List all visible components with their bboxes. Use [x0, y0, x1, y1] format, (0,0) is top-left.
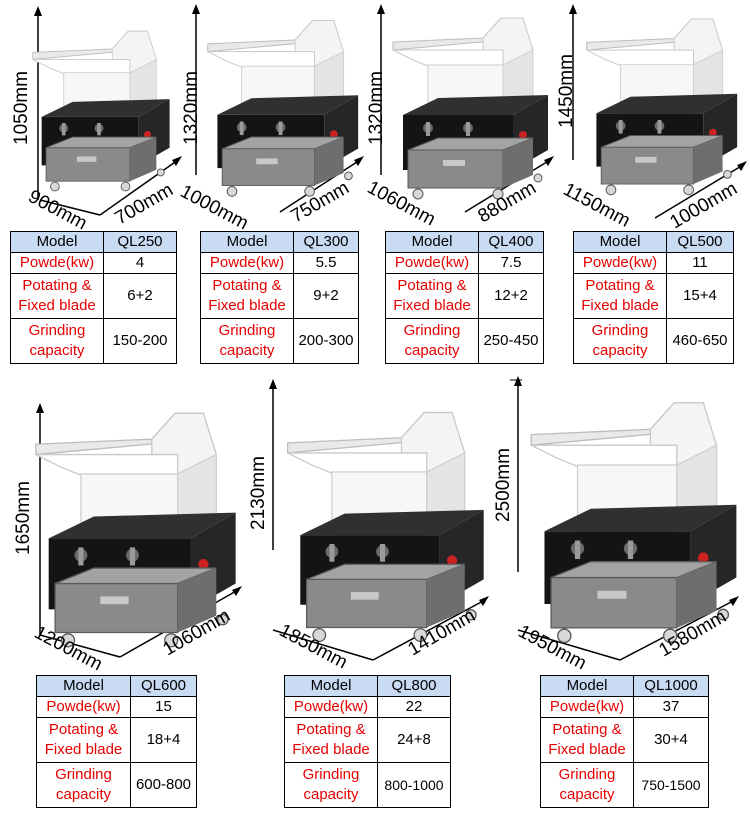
machine-4-height: 1650mm — [13, 481, 34, 555]
machine-0-height: 1050mm — [11, 71, 32, 145]
power-value: 15 — [130, 696, 197, 718]
model-value: QL400 — [478, 231, 544, 253]
capacity-label: Grinding capacity — [385, 318, 479, 364]
model-label: Model — [385, 231, 479, 253]
blade-label: Potating & Fixed blade — [540, 717, 634, 763]
machine-4: 1650mm 1200mm 1060mm — [0, 395, 250, 675]
machine-5-height: 2130mm — [248, 456, 269, 530]
blade-label: Potating & Fixed blade — [36, 717, 131, 763]
model-label: Model — [540, 675, 634, 697]
machine-3-height: 1450mm — [556, 54, 577, 128]
capacity-label: Grinding capacity — [540, 762, 634, 808]
machine-1-figure — [192, 4, 364, 213]
blade-value: 24+8 — [377, 717, 451, 763]
capacity-label: Grinding capacity — [284, 762, 378, 808]
model-label: Model — [36, 675, 131, 697]
blade-label: Potating & Fixed blade — [284, 717, 378, 763]
model-label: Model — [573, 231, 667, 253]
power-value: 22 — [377, 696, 451, 718]
blade-label: Potating & Fixed blade — [573, 273, 667, 319]
machine-5: 2130mm 1850mm 1410mm — [245, 375, 495, 673]
capacity-label: Grinding capacity — [36, 762, 131, 808]
power-label: Powde(kw) — [284, 696, 378, 718]
machine-2: 1320mm 1060mm 880mm — [364, 0, 565, 230]
power-label: Powde(kw) — [36, 696, 131, 718]
capacity-value: 750-1500 — [633, 762, 709, 808]
machine-0: 1050mm 900mm 700mm — [0, 0, 190, 234]
capacity-value: 800-1000 — [377, 762, 451, 808]
power-value: 5.5 — [293, 252, 359, 274]
power-label: Powde(kw) — [200, 252, 294, 274]
capacity-label: Grinding capacity — [10, 318, 104, 364]
blade-value: 18+4 — [130, 717, 197, 763]
machine-5-figure — [269, 379, 489, 661]
machine-6-height: 2500mm — [493, 448, 514, 522]
blade-value: 9+2 — [293, 273, 359, 319]
power-value: 37 — [633, 696, 709, 718]
model-value: QL1000 — [633, 675, 709, 697]
blade-label: Potating & Fixed blade — [10, 273, 104, 319]
model-label: Model — [284, 675, 378, 697]
machine-2-figure — [377, 4, 554, 213]
blade-label: Potating & Fixed blade — [200, 273, 294, 319]
capacity-value: 600-800 — [130, 762, 197, 808]
machine-0-figure — [32, 6, 182, 216]
capacity-value: 460-650 — [666, 318, 734, 364]
capacity-label: Grinding capacity — [200, 318, 294, 364]
model-label: Model — [200, 231, 294, 253]
machine-6: 2500mm 1950mm 1580mm — [490, 372, 750, 674]
power-value: 4 — [103, 252, 177, 274]
capacity-value: 150-200 — [103, 318, 177, 364]
power-label: Powde(kw) — [573, 252, 667, 274]
machine-3: 1450mm 1150mm 1000mm — [555, 0, 750, 233]
capacity-label: Grinding capacity — [573, 318, 667, 364]
machine-1: 1320mm 1000mm 750mm — [177, 0, 375, 234]
model-value: QL600 — [130, 675, 197, 697]
model-value: QL300 — [293, 231, 359, 253]
capacity-value: 200-300 — [293, 318, 359, 364]
machine-6-figure — [510, 376, 739, 661]
blade-label: Potating & Fixed blade — [385, 273, 479, 319]
machine-1-height: 1320mm — [181, 71, 202, 145]
model-value: QL500 — [666, 231, 734, 253]
model-value: QL250 — [103, 231, 177, 253]
machine-3-figure — [569, 4, 747, 219]
machine-2-height: 1320mm — [366, 71, 387, 145]
blade-value: 6+2 — [103, 273, 177, 319]
machine-4-figure — [35, 403, 242, 658]
power-label: Powde(kw) — [540, 696, 634, 718]
power-label: Powde(kw) — [10, 252, 104, 274]
model-value: QL800 — [377, 675, 451, 697]
model-label: Model — [10, 231, 104, 253]
capacity-value: 250-450 — [478, 318, 544, 364]
blade-value: 15+4 — [666, 273, 734, 319]
blade-value: 12+2 — [478, 273, 544, 319]
power-value: 7.5 — [478, 252, 544, 274]
power-label: Powde(kw) — [385, 252, 479, 274]
blade-value: 30+4 — [633, 717, 709, 763]
power-value: 11 — [666, 252, 734, 274]
